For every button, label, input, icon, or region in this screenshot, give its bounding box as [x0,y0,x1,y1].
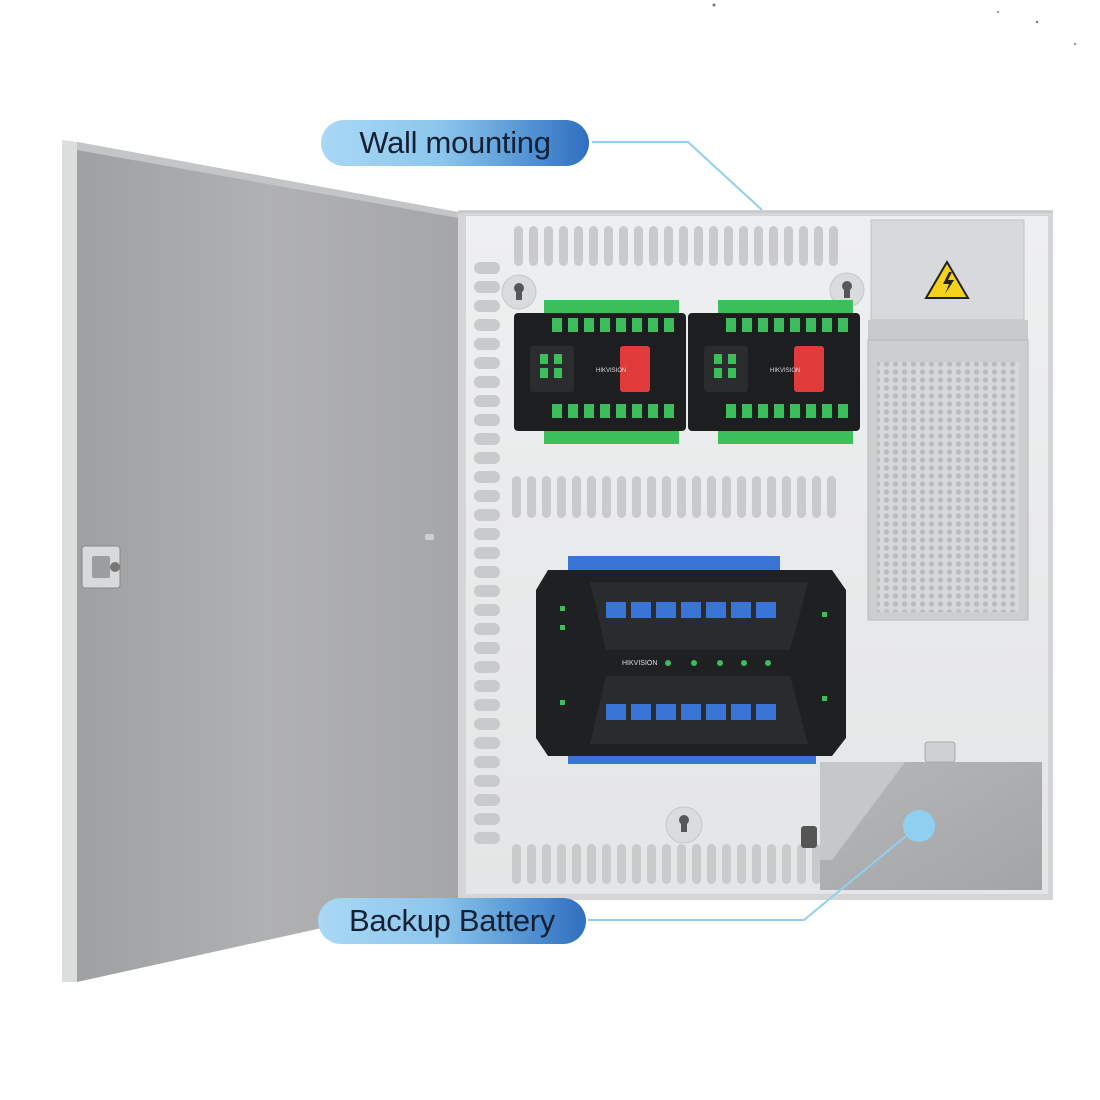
sub-controller-board-2: HIKVISION [688,300,860,444]
sub-controller-board-1: HIKVISION [514,300,686,444]
wall-mounting-callout: Wall mounting [321,120,589,166]
board-brand: HIKVISION [596,368,626,374]
backup-battery [801,741,1042,890]
cabinet-door [62,140,458,982]
controller-brand: HIKVISION [622,660,657,667]
high-voltage-warning-icon [924,260,970,299]
keyhole-mount-icon [665,806,703,844]
cable-slots-middle [512,476,836,518]
keyhole-mount-icon [829,272,865,308]
backup-battery-callout: Backup Battery [318,898,586,944]
door-lock-icon [81,545,121,589]
cable-slots-top [514,226,838,266]
leader-line-backup-battery [588,810,935,921]
cable-slots-left [474,262,500,844]
keyhole-mount-icon [501,274,537,310]
battery-terminal [801,826,817,848]
power-supply-unit [867,219,1029,621]
cable-slots-bottom [512,844,836,884]
board-brand: HIKVISION [770,368,800,374]
decorative-specks [712,3,1076,45]
door-pin [425,534,434,540]
main-access-controller: HIKVISION [536,556,846,764]
leader-line-wall-mounting [592,141,763,211]
